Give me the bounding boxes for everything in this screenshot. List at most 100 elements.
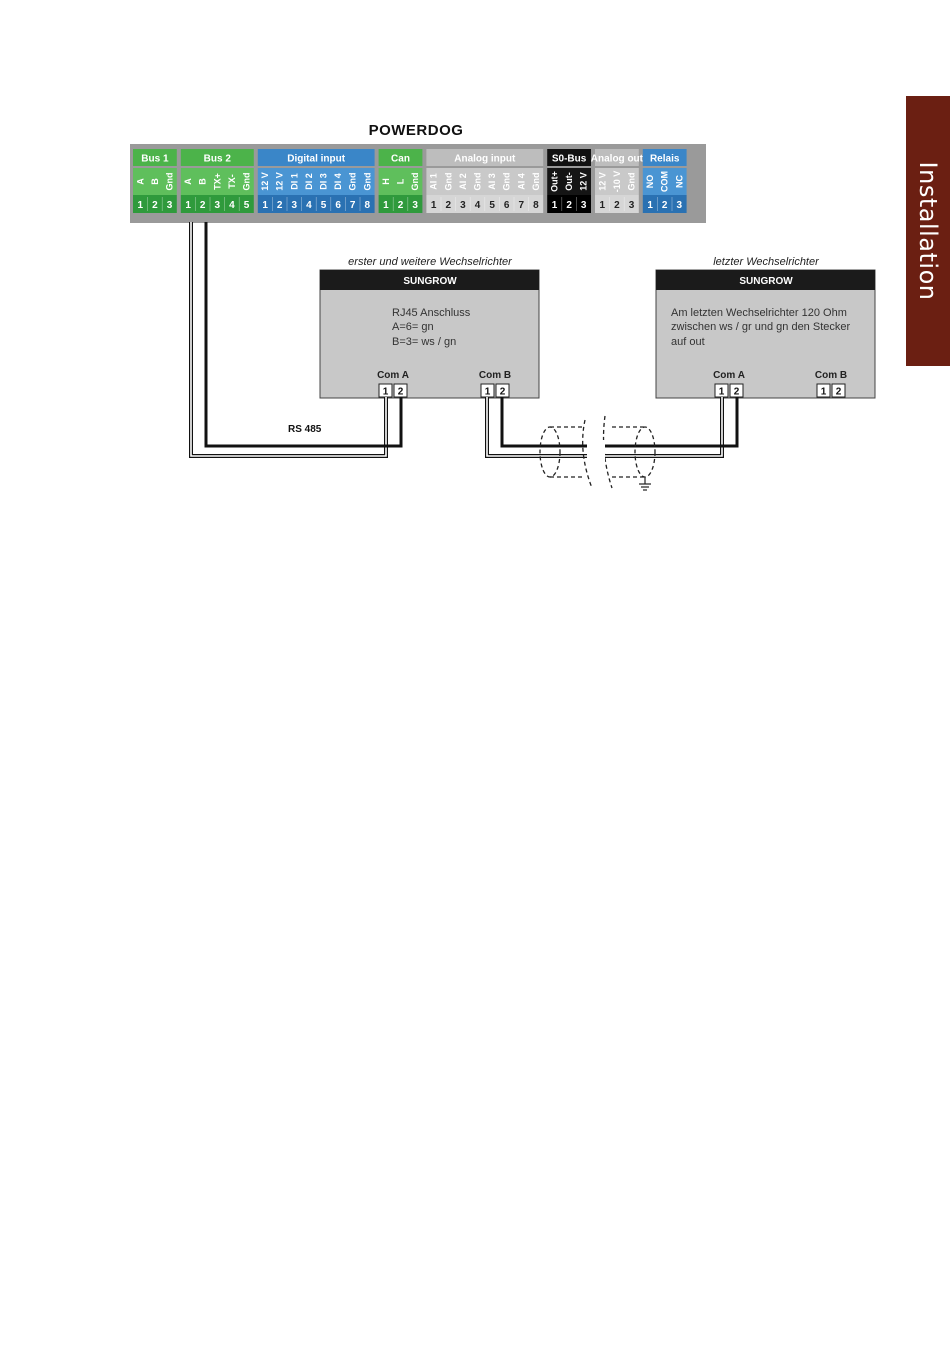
cable-break-gap	[587, 440, 605, 462]
pin-label: AI 1	[429, 173, 439, 190]
pin-label: Gnd	[473, 173, 483, 191]
inverter2-brand: SUNGROW	[739, 276, 793, 287]
inverter1-brand-bar	[320, 270, 539, 290]
group-header-label: Analog out	[591, 154, 644, 165]
pin-label: DI 2	[304, 173, 314, 190]
pin-label: Gnd	[531, 173, 541, 191]
pin-label: 12 V	[275, 172, 285, 191]
pin-number: 3	[581, 200, 587, 211]
powerdog-logo: POWERDOG	[369, 122, 464, 139]
group-header-bg	[257, 149, 375, 166]
group-header-label: Relais	[650, 154, 680, 165]
pin-label: -10 V	[612, 171, 622, 193]
pin-label: L	[396, 178, 406, 184]
group-header-label: Digital input	[287, 154, 345, 165]
group-header-label: Bus 2	[204, 154, 232, 165]
pin-number: 3	[292, 200, 298, 211]
pin-label: TX+	[212, 173, 222, 190]
pin-number: 1	[185, 200, 191, 211]
inverter1-caption: erster und weitere Wechselrichter	[348, 256, 513, 268]
pin-number: 2	[152, 200, 158, 211]
pin-number: 1	[262, 200, 268, 211]
pin-number: 1	[383, 200, 389, 211]
pin-label: Gnd	[165, 173, 175, 191]
pin-label: NC	[674, 175, 684, 188]
group-header-bg	[180, 149, 254, 166]
pin-number-strip	[642, 195, 687, 213]
pin-label: B	[150, 178, 160, 185]
pin-label-strip	[547, 168, 591, 195]
pin-number: 2	[200, 200, 206, 211]
inverter2-comb-pin1-box	[816, 383, 831, 398]
inverter2-com-a: Com A	[713, 370, 745, 381]
inverter2-comb-pin2-box	[831, 383, 846, 398]
group-header-label: Analog input	[454, 154, 516, 165]
inverter2-caption: letzter Wechselrichter	[713, 256, 820, 268]
inverter1-line3: B=3= ws / gn	[392, 336, 456, 348]
rs485-wires	[189, 222, 403, 458]
pin-number: 2	[614, 200, 620, 211]
pin-label: Gnd	[443, 173, 453, 191]
pin-number: 2	[566, 200, 572, 211]
pin-label: NO	[645, 175, 655, 189]
pin-number: 3	[629, 200, 635, 211]
pin-number: 8	[365, 200, 371, 211]
pin-number: 3	[215, 200, 221, 211]
pin-label-strip	[378, 168, 423, 195]
pin-label: 12 V	[260, 172, 270, 191]
inverter2-line3: auf out	[671, 336, 705, 348]
group-header-bg	[642, 149, 687, 166]
ground-icon	[639, 477, 651, 491]
inverter2-coma-pin2: 2	[734, 387, 740, 398]
pin-label: Gnd	[502, 173, 512, 191]
section-tab: Installation	[906, 96, 950, 366]
pin-label: 12 V	[579, 172, 589, 191]
inverter1-coma-pin2: 2	[398, 387, 404, 398]
pin-number: 2	[662, 200, 668, 211]
inverter1-brand: SUNGROW	[403, 276, 457, 287]
pin-label: Gnd	[410, 173, 420, 191]
inverter2-coma-pin1: 1	[719, 387, 725, 398]
terminal-group-bus-1: Bus 1 A 1 B 2 Gnd 3	[133, 149, 177, 213]
group-header-bg	[547, 149, 591, 166]
pin-number: 3	[412, 200, 418, 211]
inverter2-line1: Am letzten Wechselrichter 120 Ohm	[671, 307, 847, 319]
pin-number-strip	[133, 195, 177, 213]
pin-number: 4	[229, 200, 235, 211]
pin-label-strip	[180, 168, 254, 195]
pin-label: TX-	[227, 174, 237, 189]
group-header-label: S0-Bus	[552, 154, 587, 165]
pin-label: Out-	[564, 172, 574, 191]
pin-number: 8	[533, 200, 539, 211]
pin-label: AI 2	[458, 173, 468, 190]
pin-label: H	[381, 178, 391, 185]
inverter2-comb-pin1: 1	[821, 387, 827, 398]
pin-number: 2	[446, 200, 452, 211]
inverter1-com-a: Com A	[377, 370, 409, 381]
pin-number: 5	[321, 200, 327, 211]
pin-label: Gnd	[348, 173, 358, 191]
pin-number: 1	[138, 200, 144, 211]
terminal-blocks: Bus 1 A 1 B 2 Gnd 3 Bus 2 A 1 B 2 TX+ 3 TX- 4 Gnd 5 Digita…	[133, 149, 687, 213]
pin-number: 3	[167, 200, 173, 211]
pin-number: 3	[460, 200, 466, 211]
pin-label: A	[135, 178, 145, 185]
group-header-bg	[378, 149, 423, 166]
pin-number: 1	[600, 200, 606, 211]
pin-label-strip	[133, 168, 177, 195]
inverter1-coma-pin1: 1	[383, 387, 389, 398]
pin-label: DI 1	[289, 173, 299, 190]
pin-label: 12 V	[597, 172, 607, 191]
pin-label: Out+	[550, 171, 560, 192]
group-header-label: Bus 1	[141, 154, 169, 165]
pin-label: A	[183, 178, 193, 185]
pin-number: 4	[306, 200, 312, 211]
pin-label: DI 4	[333, 173, 343, 190]
pin-label-strip	[426, 168, 544, 195]
